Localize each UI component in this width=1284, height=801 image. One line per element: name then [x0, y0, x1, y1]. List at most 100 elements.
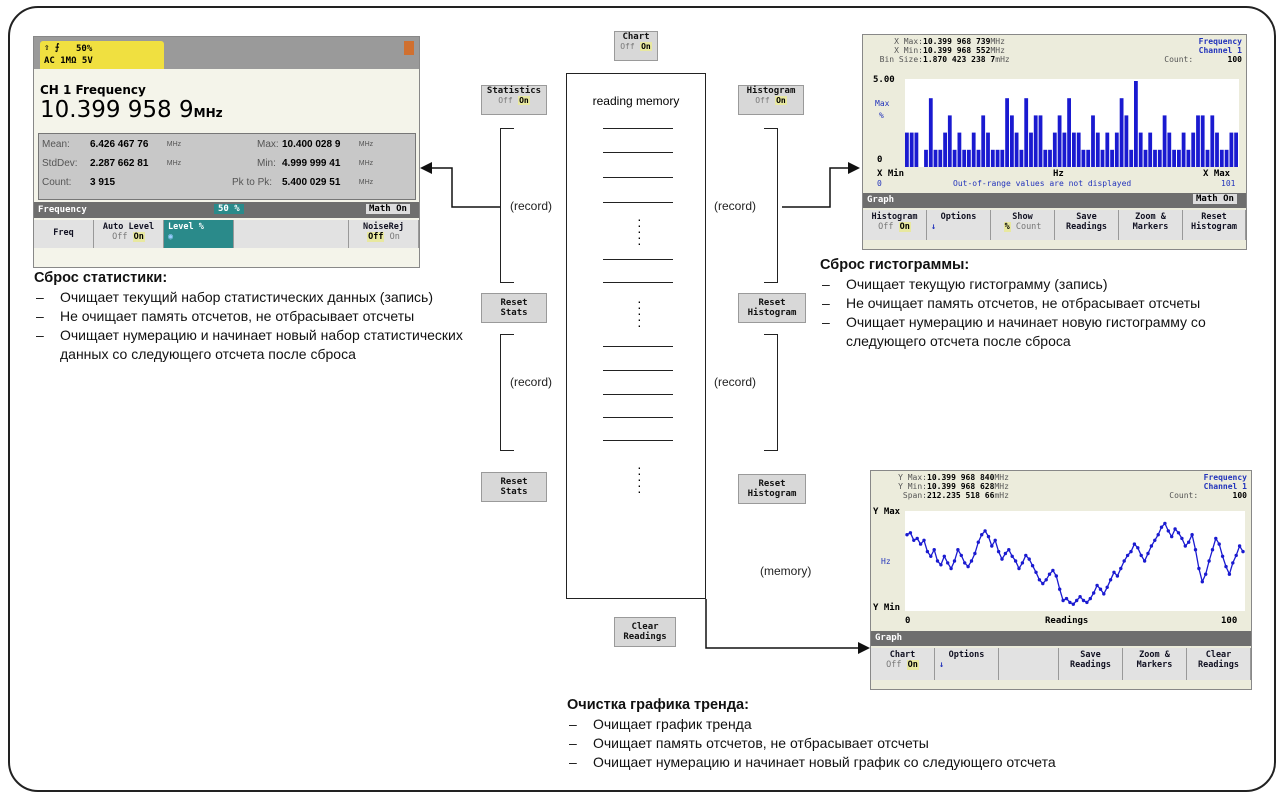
trend-point — [976, 540, 980, 544]
trend-point — [935, 559, 940, 563]
trend-point — [1149, 544, 1154, 548]
trend-connector — [705, 599, 862, 649]
trend-point — [952, 559, 957, 563]
trend-y-max-label: Y Max — [873, 507, 901, 517]
histogram-bar — [967, 149, 971, 167]
trend-point — [1081, 598, 1086, 603]
trend-point — [1007, 548, 1011, 552]
diagram-frame — [8, 6, 1276, 792]
reset-stats-button-2[interactable]: Reset Stats — [481, 472, 547, 502]
histogram-menu-bar: Graph Math On — [863, 193, 1246, 208]
histogram-bar — [1110, 149, 1114, 167]
histogram-options-softkey[interactable]: Options↓ — [927, 210, 991, 240]
trend-point — [942, 554, 946, 558]
header-unit: MHz — [994, 473, 1009, 482]
stats-record-label-1: (record) — [510, 199, 553, 213]
trend-point — [1125, 553, 1130, 558]
trend-point — [1170, 534, 1174, 539]
screen-header-row: Bin Size: 1.870 423 238 7mHz — [877, 55, 1117, 64]
trend-plot — [905, 511, 1245, 611]
reset-stats-button-1[interactable]: Reset Stats — [481, 293, 547, 323]
histogram-bar — [1181, 132, 1186, 167]
trend-zoom-label: Zoom & — [1139, 650, 1170, 660]
histogram-bar-label: Graph — [867, 195, 895, 205]
histogram-bar — [1024, 98, 1029, 167]
trend-options-softkey[interactable]: Options↓ — [935, 648, 999, 680]
trend-point — [1054, 574, 1058, 578]
histogram-show-softkey[interactable]: Show% Count — [991, 210, 1055, 240]
stats-row-label: Pk to Pk: — [232, 177, 273, 188]
stats-row-label: StdDev: — [42, 158, 78, 169]
chart-softkey[interactable]: Chart Off On — [614, 31, 658, 61]
trend-point — [993, 538, 997, 542]
histogram-bar — [909, 132, 914, 167]
histogram-bar — [962, 149, 967, 167]
trend-notes: Очистка графика тренда: Очищает график т… — [567, 697, 1187, 772]
trend-point — [1030, 564, 1035, 568]
histogram-zoom-softkey[interactable]: Zoom &Markers — [1119, 210, 1183, 240]
stats-row-unit: MHz — [166, 141, 182, 148]
histogram-bar — [1072, 132, 1076, 167]
histogram-x-min-val: 0 — [877, 179, 882, 188]
histogram-bar — [1229, 132, 1234, 167]
histogram-bar — [1067, 98, 1071, 167]
level-percent-softkey[interactable]: Level %◉ — [164, 220, 234, 248]
stats-bar-value[interactable]: 50 % — [214, 204, 244, 214]
histogram-bar — [1129, 149, 1134, 167]
histogram-softkey[interactable]: Histogram Off On — [738, 85, 804, 115]
histogram-bar — [1219, 149, 1224, 167]
histogram-bracket-2 — [764, 334, 778, 451]
trend-point — [1013, 559, 1018, 563]
header-value: 10.399 968 739 — [923, 37, 991, 46]
stats-note-item: Очищает нумерацию и начинает новый набор… — [34, 326, 474, 364]
reading-memory: reading memory ····· ····· ····· — [566, 73, 706, 599]
histogram-plot — [905, 79, 1239, 167]
stats-input-tab[interactable]: ⇧ ⨍ 50% AC 1MΩ 5V — [40, 41, 164, 69]
submenu-arrow-icon: ↓ — [939, 660, 945, 670]
stats-row-value: 6.426 467 76 — [90, 139, 149, 150]
histogram-bar — [1114, 132, 1119, 167]
trend-save-label: Save — [1080, 650, 1101, 660]
level-percent-label: Level % — [168, 222, 204, 232]
header-unit: mHz — [994, 491, 1009, 500]
histogram-bar — [1076, 132, 1081, 167]
trend-point — [1010, 554, 1014, 558]
trend-point — [1153, 538, 1157, 542]
histogram-right-info: Frequency Channel 1 Count: 100 — [1164, 37, 1242, 64]
chart-on: On — [640, 42, 652, 51]
histogram-bar-math[interactable]: Math On — [1193, 194, 1237, 204]
trend-point — [966, 564, 970, 569]
trend-zoom-softkey[interactable]: Zoom &Markers — [1123, 648, 1187, 680]
histogram-bar — [1000, 149, 1005, 167]
histogram-x-max-val: 101 — [1221, 179, 1236, 188]
trend-point — [1200, 580, 1204, 584]
histogram-bar — [986, 132, 990, 167]
reset-histogram-button-2[interactable]: Reset Histogram — [738, 474, 806, 504]
histogram-bar — [933, 149, 938, 167]
stats-bar-math[interactable]: Math On — [366, 204, 410, 214]
knob-icon: ◉ — [168, 232, 174, 242]
statistics-softkey[interactable]: Statistics Off On — [481, 85, 547, 115]
trend-point — [1217, 542, 1221, 546]
histogram-bar — [1200, 115, 1205, 167]
trend-point — [1075, 598, 1079, 603]
histogram-softkey-label: Histogram — [746, 86, 796, 96]
histogram-bar — [1134, 81, 1138, 167]
clear-readings-button[interactable]: Clear Readings — [614, 617, 676, 647]
header-unit: mHz — [995, 55, 1010, 64]
trend-point — [905, 533, 909, 537]
histogram-right-title: Frequency — [1198, 37, 1242, 46]
reset-histogram-button-1[interactable]: Reset Histogram — [738, 293, 806, 323]
histogram-bar — [981, 115, 986, 167]
freq-softkey[interactable]: Freq — [34, 220, 94, 248]
